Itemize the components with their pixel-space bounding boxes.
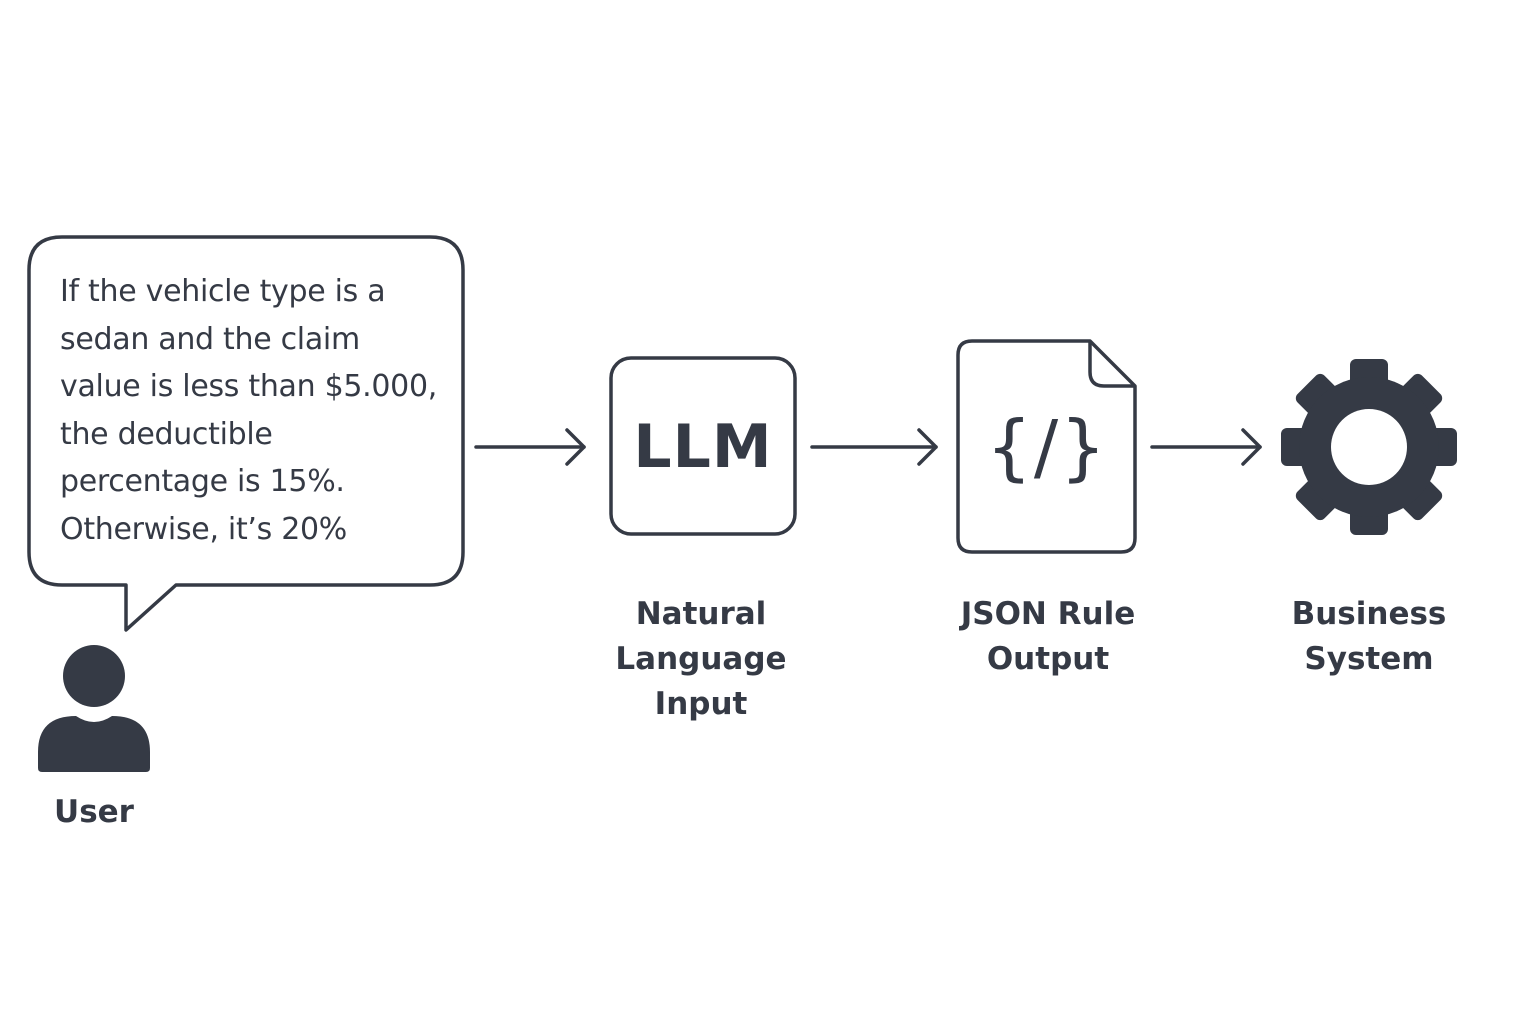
bubble-line: the deductible xyxy=(60,416,273,452)
user-label: User xyxy=(54,794,134,830)
bubble-line: percentage is 15%. xyxy=(60,464,345,499)
speech-bubble-text: If the vehicle type is a sedan and the c… xyxy=(60,268,455,553)
step-caption-business-system: Business System xyxy=(1249,592,1489,682)
bubble-line: value is less than $5.000, xyxy=(60,369,437,404)
arrow-right-icon xyxy=(1150,428,1262,466)
gear-icon xyxy=(1281,359,1457,535)
caption-line: System xyxy=(1304,641,1434,677)
step-caption-json-rule-output: JSON Rule Output xyxy=(928,592,1168,682)
step-caption-natural-language-input: Natural Language Input xyxy=(581,592,821,727)
speech-bubble xyxy=(27,235,465,632)
caption-line: JSON Rule xyxy=(960,596,1136,632)
bubble-line: sedan and the claim xyxy=(60,321,360,357)
person-icon xyxy=(38,645,150,772)
bubble-line: If the vehicle type is a xyxy=(60,274,386,309)
llm-box-icon xyxy=(609,356,797,536)
llm-label: LLM xyxy=(633,412,773,482)
arrow-right-icon xyxy=(474,428,586,466)
caption-line: Natural xyxy=(635,596,767,632)
json-file-icon xyxy=(956,339,1137,554)
caption-line: Business xyxy=(1291,596,1447,632)
bubble-line: Otherwise, it’s 20% xyxy=(60,511,347,547)
code-braces-icon: {/} xyxy=(986,405,1108,489)
arrow-right-icon xyxy=(810,428,938,466)
caption-line: Input xyxy=(654,686,748,722)
caption-line: Output xyxy=(986,641,1110,677)
caption-line: Language xyxy=(615,641,787,677)
